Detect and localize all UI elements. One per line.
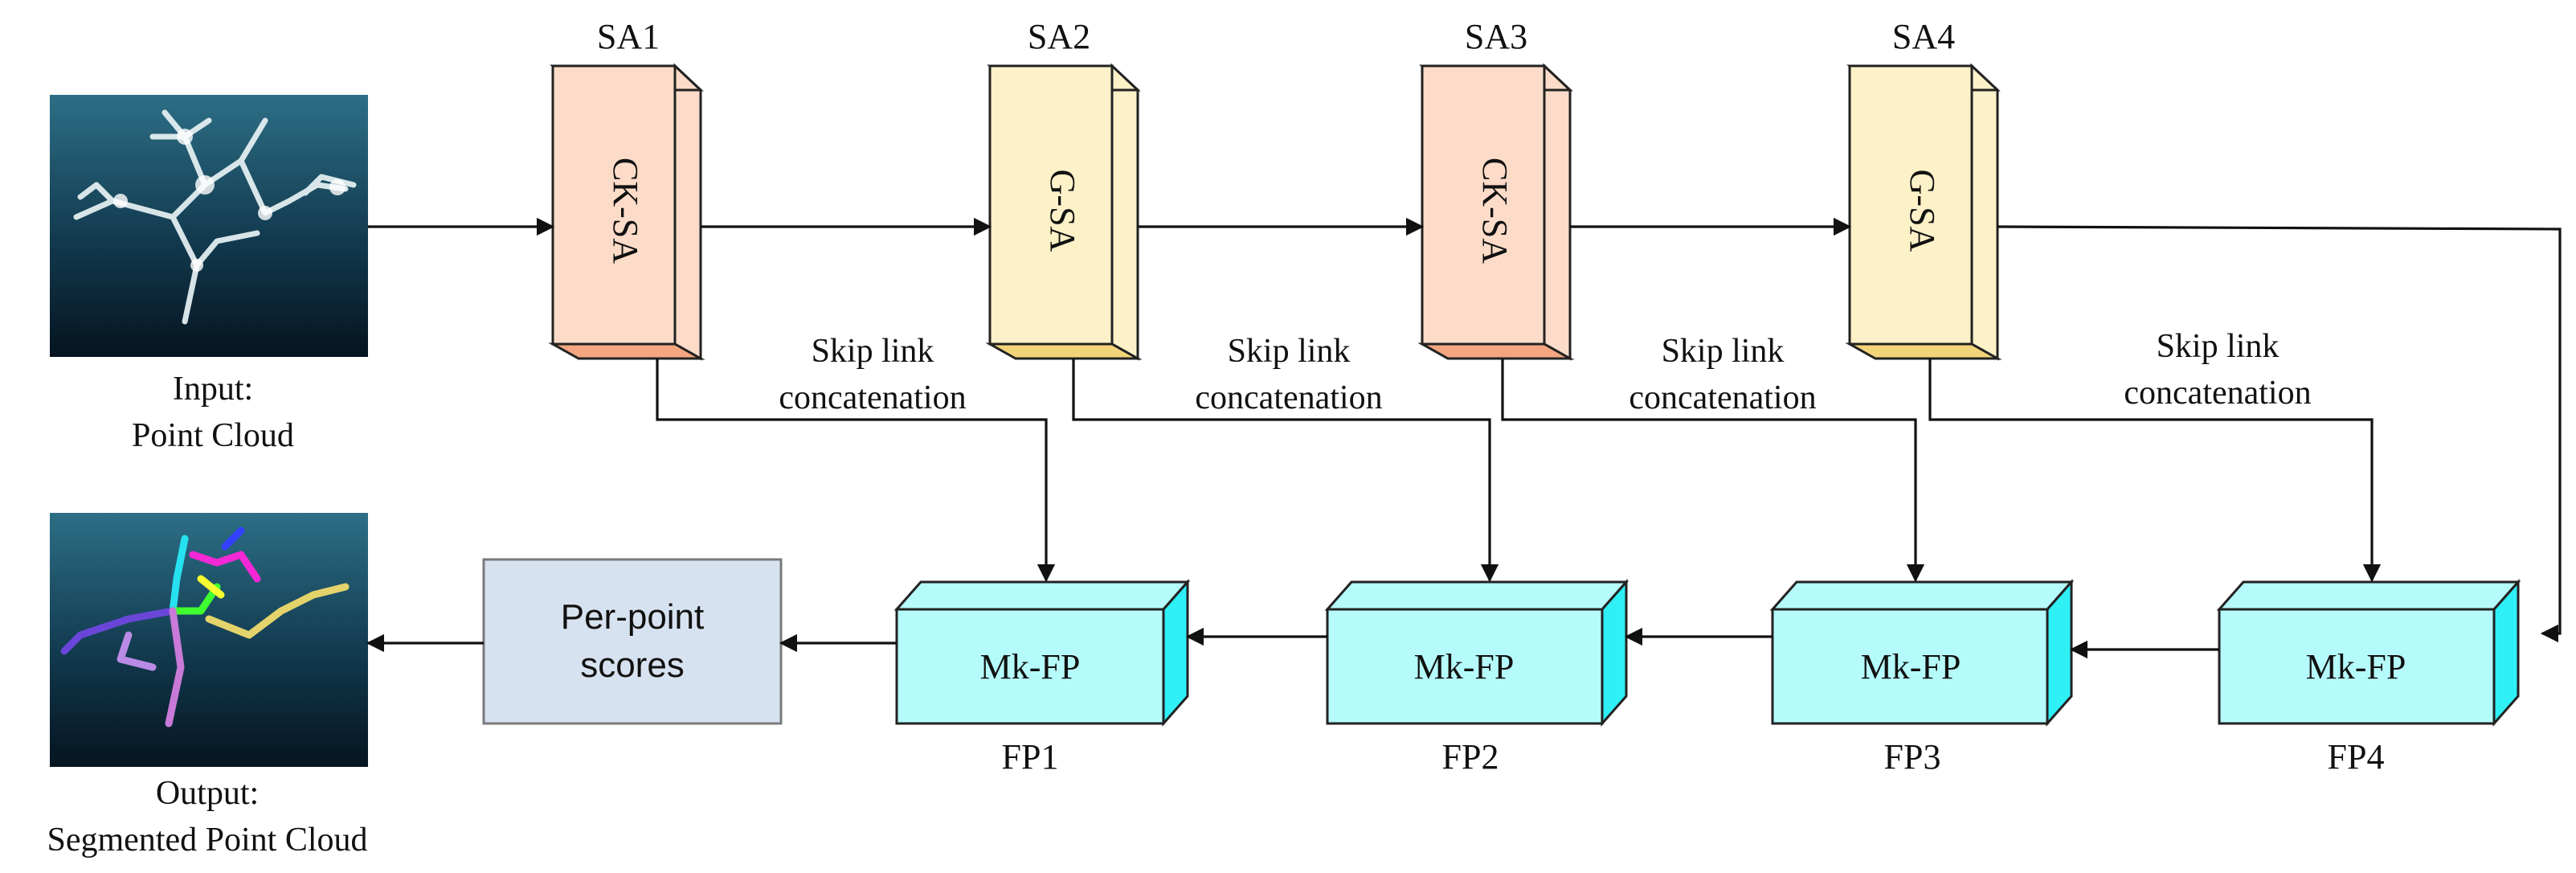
- sa1-block: [548, 63, 705, 361]
- fp1-block-text: Mk-FP: [980, 647, 1081, 687]
- skip-link-text-3-line2: concatenation: [1629, 379, 1816, 416]
- sa2-block-text: G-SA: [1043, 170, 1082, 252]
- fp4-block: [2216, 579, 2521, 727]
- skip-link-text-1-line1: Skip link: [812, 333, 934, 370]
- fp2-block-text: Mk-FP: [1414, 647, 1515, 687]
- fp4-label: FP4: [2328, 737, 2385, 777]
- arrow-sa4-to-fp4: [1997, 225, 2562, 643]
- skip-link-text-4-line2: concatenation: [2124, 375, 2311, 412]
- sa1-block-text: CK-SA: [606, 158, 645, 264]
- input-label-line1: Input:: [173, 371, 253, 408]
- sa3-label: SA3: [1465, 17, 1527, 56]
- per-point-scores-line1: Per-point: [561, 597, 705, 637]
- skip-link-text-4-line1: Skip link: [2157, 328, 2280, 365]
- input-point-cloud-image: [50, 95, 368, 357]
- fp2-block: [1324, 579, 1629, 727]
- skip-link-sa4-fp4: [1928, 359, 2382, 583]
- output-label-line2: Segmented Point Cloud: [47, 822, 368, 859]
- sa4-block-text: G-SA: [1903, 170, 1942, 252]
- fp3-block: [1769, 579, 2075, 727]
- sa3-block: [1417, 63, 1575, 361]
- skip-link-text-3-line1: Skip link: [1662, 333, 1785, 370]
- skip-link-text-2-line1: Skip link: [1228, 333, 1351, 370]
- input-label-line2: Point Cloud: [132, 417, 294, 454]
- skip-link-sa1-fp1: [656, 359, 1056, 583]
- fp2-label: FP2: [1442, 737, 1499, 777]
- fp4-block-text: Mk-FP: [2306, 647, 2406, 687]
- sa4-label: SA4: [1892, 17, 1955, 56]
- skip-link-text-1-line2: concatenation: [779, 379, 966, 416]
- sa2-label: SA2: [1028, 17, 1090, 56]
- sa1-label: SA1: [597, 17, 660, 56]
- sa2-block: [985, 63, 1143, 361]
- fp1-block: [893, 579, 1191, 727]
- skip-link-sa2-fp2: [1072, 359, 1499, 583]
- sa3-block-text: CK-SA: [1475, 158, 1515, 264]
- output-segmented-point-cloud-image: [50, 513, 368, 767]
- per-point-scores-box: [482, 558, 783, 725]
- sa4-block: [1845, 63, 2002, 361]
- fp1-label: FP1: [1002, 737, 1059, 777]
- fp3-label: FP3: [1884, 737, 1941, 777]
- per-point-scores-line2: scores: [580, 646, 685, 685]
- skip-link-text-2-line2: concatenation: [1195, 379, 1382, 416]
- skip-link-sa3-fp3: [1501, 359, 1925, 583]
- output-label-line1: Output:: [156, 775, 259, 812]
- fp3-block-text: Mk-FP: [1861, 647, 1961, 687]
